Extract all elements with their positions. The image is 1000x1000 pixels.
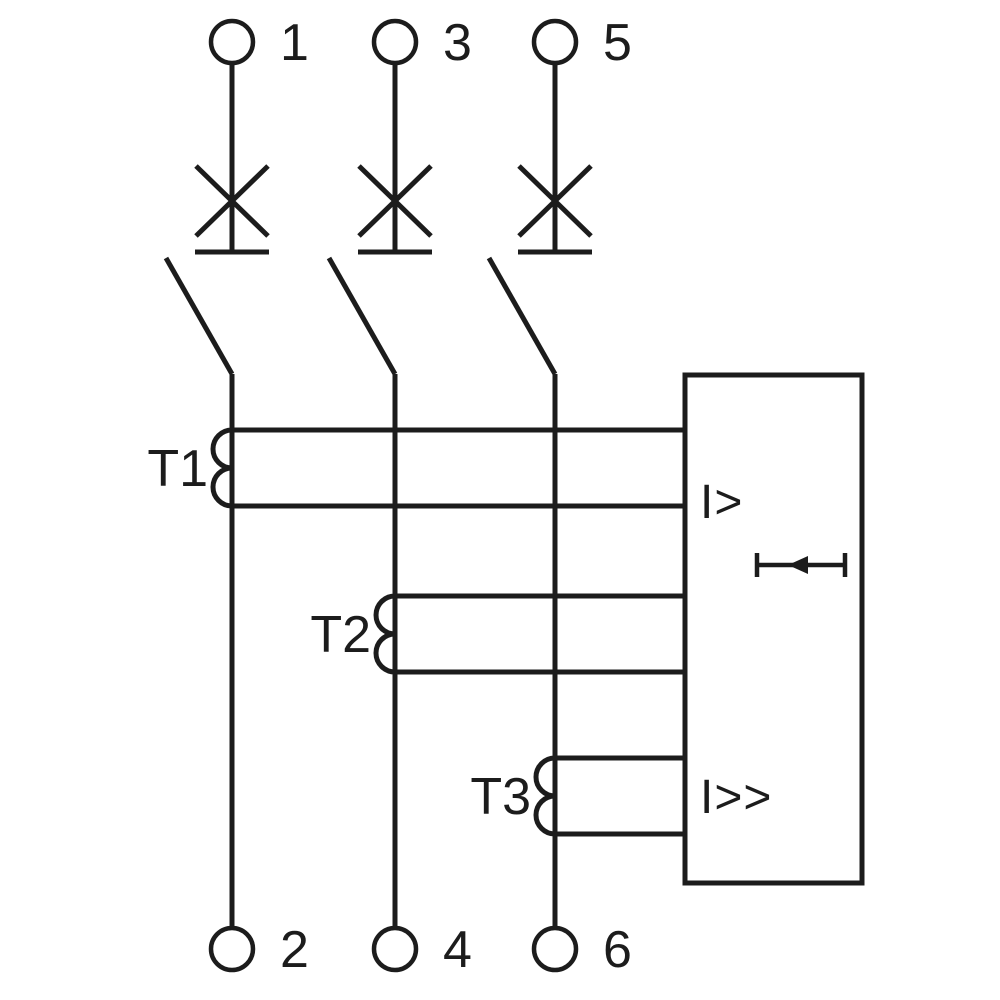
- breaker-x-stroke-b-3: [517, 164, 593, 238]
- terminal-circle-top-2: [371, 18, 419, 66]
- ct-label-1: T1: [147, 440, 208, 498]
- ct-label-3: T3: [470, 768, 531, 826]
- pole-3: 5 T3 6: [470, 14, 685, 979]
- short-circuit-label: I>>: [700, 771, 772, 824]
- terminal-circle-bottom-3: [531, 925, 579, 973]
- switch-blade-2: [326, 256, 398, 376]
- switch-blade-3: [486, 256, 558, 376]
- terminal-label-top-2: 3: [443, 14, 472, 72]
- pole-1: 1 T1 2: [147, 14, 685, 979]
- terminal-circle-bottom-1: [208, 925, 256, 973]
- mechanical-release-symbol: [754, 553, 848, 577]
- trip-unit-box: [682, 372, 865, 886]
- trip-unit: I> I>>: [682, 372, 865, 886]
- overcurrent-label: I>: [700, 476, 743, 529]
- pole-2: 3 T2 4: [310, 14, 685, 979]
- terminal-label-top-3: 5: [603, 14, 632, 72]
- breaker-x-stroke-b-2: [357, 164, 433, 238]
- release-arrow-icon: [788, 556, 808, 574]
- terminal-label-top-1: 1: [280, 14, 309, 72]
- terminal-circle-bottom-2: [371, 925, 419, 973]
- terminal-label-bottom-2: 4: [443, 921, 472, 979]
- terminal-circle-top-3: [531, 18, 579, 66]
- terminal-label-bottom-3: 6: [603, 921, 632, 979]
- terminal-circle-top-1: [208, 18, 256, 66]
- switch-blade-1: [163, 256, 235, 376]
- breaker-x-stroke-b-1: [194, 164, 270, 238]
- ct-winding-2: [373, 593, 396, 675]
- ct-winding-3: [533, 755, 556, 837]
- ct-label-2: T2: [310, 606, 371, 664]
- ct-winding-1: [210, 427, 233, 509]
- terminal-label-bottom-1: 2: [280, 921, 309, 979]
